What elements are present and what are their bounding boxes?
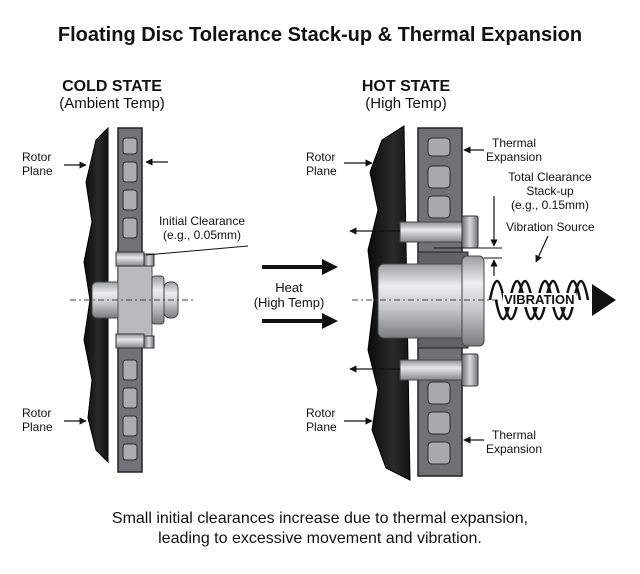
hot-state-heading: HOT STATE — [361, 78, 451, 95]
hot-nut-top — [461, 215, 479, 249]
vibration-label: VIBRATION — [503, 292, 576, 307]
hot-thermal-label-top: Thermal Expansion — [485, 136, 543, 164]
cold-washer-bottom — [115, 333, 145, 349]
heat-arrowhead-bottom — [322, 313, 338, 329]
hot-rotor-plane-label-bottom: Rotor Plane — [306, 406, 337, 434]
hot-rotor-plane-label-top: Rotor Plane — [306, 150, 337, 178]
hot-bolt-top — [399, 221, 463, 243]
diagram-title: Floating Disc Tolerance Stack-up & Therm… — [57, 24, 583, 46]
cold-assembly — [70, 126, 196, 473]
cold-nut-bottom — [143, 335, 155, 349]
cold-rotor-plane-label-top: Rotor Plane — [22, 150, 53, 178]
cold-clearance-label: Initial Clearance (e.g., 0.05mm) — [158, 214, 246, 242]
caption-line-2: leading to excessive movement and vibrat… — [158, 530, 482, 547]
heat-arrowhead-top — [322, 259, 338, 275]
cold-nut-top — [143, 253, 155, 267]
cold-washer-top — [115, 251, 145, 267]
hot-pin-head — [461, 255, 485, 347]
cold-state-subheading: (Ambient Temp) — [59, 95, 165, 112]
vibration-arrowhead — [592, 284, 616, 316]
hot-stackup-label: Total Clearance Stack-up (e.g., 0.15mm) — [508, 170, 592, 212]
hot-state-subheading: (High Temp) — [365, 95, 447, 112]
hot-carrier-slots — [427, 137, 451, 465]
cold-carrier-slots — [122, 137, 138, 461]
hot-vibration-source-leader — [535, 235, 549, 263]
hot-nut-bottom — [461, 353, 479, 387]
cold-clearance-leader — [145, 245, 249, 256]
heat-label: Heat (High Temp) — [253, 280, 325, 310]
caption-line-1: Small initial clearances increase due to… — [111, 510, 529, 527]
hot-pin-body — [377, 263, 469, 339]
hot-vibration-source-label: Vibration Source — [506, 220, 595, 234]
cold-rotor-plane-label-bottom: Rotor Plane — [22, 406, 53, 434]
hot-bolt-bottom — [399, 359, 463, 381]
cold-state-heading: COLD STATE — [62, 78, 162, 95]
hot-assembly — [352, 125, 500, 481]
hot-thermal-label-bottom: Thermal Expansion — [485, 428, 543, 456]
